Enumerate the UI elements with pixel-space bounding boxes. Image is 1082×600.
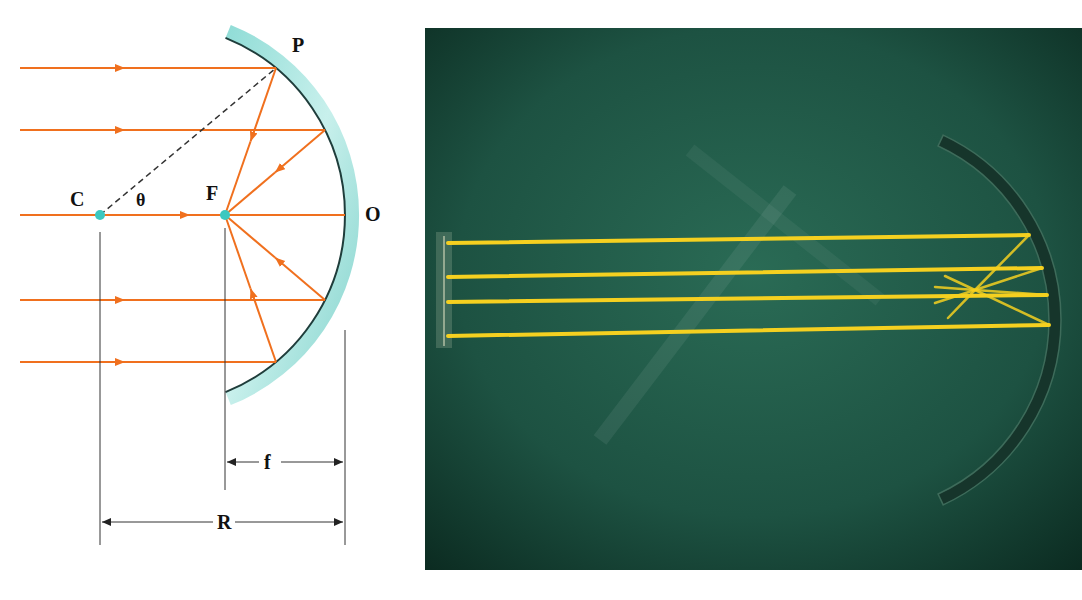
point-label: F: [206, 182, 218, 204]
light-ray: [448, 268, 1042, 277]
light-ray: [448, 235, 1029, 243]
extension-line: [225, 228, 226, 490]
dimension-arrow: [235, 522, 343, 523]
incident-ray: [20, 129, 125, 131]
axis-ray: [190, 214, 345, 216]
incident-ray: [125, 361, 276, 363]
reflected-rays: [225, 68, 325, 362]
reflected-ray: [225, 173, 275, 216]
incident-ray: [20, 361, 125, 363]
point-label: O: [365, 203, 381, 225]
dimension-arrow: [281, 462, 343, 463]
dimension-arrow: [227, 462, 259, 463]
reflected-light: [945, 276, 1049, 325]
radius-line: [100, 68, 276, 215]
photo-mirror: [938, 135, 1061, 505]
reflected-ray: [225, 215, 251, 289]
dimension-label: R: [215, 511, 233, 533]
incident-rays: [20, 68, 345, 362]
reflected-ray: [251, 289, 277, 363]
light-source: [436, 232, 452, 348]
photo-light-rays: [448, 235, 1049, 336]
reflected-ray: [275, 258, 325, 301]
extension-line: [100, 232, 101, 545]
photo-background: [425, 28, 1082, 570]
reflected-light: [935, 287, 1047, 295]
dimension-label: f: [262, 451, 273, 473]
dimension-lines: [100, 228, 345, 545]
incident-ray: [20, 67, 125, 69]
angle-label: θ: [134, 189, 147, 211]
source-glow: [436, 232, 452, 348]
dimension-arrow: [102, 522, 213, 523]
incident-ray: [125, 67, 276, 69]
incident-ray: [20, 299, 125, 301]
light-ray: [448, 325, 1049, 336]
ghost-reflection: [600, 190, 790, 440]
source-slit: [443, 236, 445, 346]
reflected-ray: [275, 130, 325, 173]
focal-point: [220, 210, 230, 220]
extension-line: [345, 330, 346, 545]
point-label: P: [292, 34, 304, 56]
center-point: [95, 210, 105, 220]
incident-ray: [125, 129, 325, 131]
ghost-reflection: [690, 150, 880, 300]
point-label: C: [70, 188, 84, 210]
